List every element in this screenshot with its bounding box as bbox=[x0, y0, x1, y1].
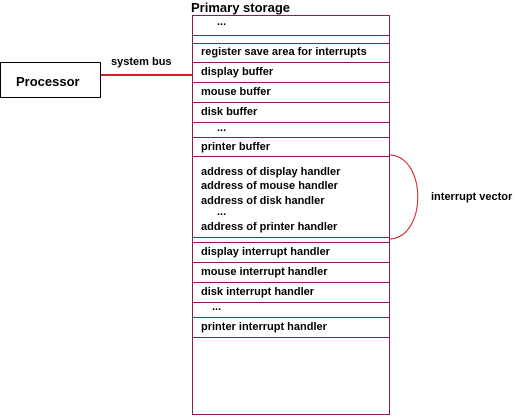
disk-buffer: disk buffer bbox=[201, 106, 258, 118]
interrupt-vector-arc-path bbox=[389, 154, 419, 240]
storage-divider bbox=[192, 122, 390, 123]
storage-divider bbox=[192, 282, 390, 283]
storage-divider bbox=[192, 35, 390, 36]
storage-divider bbox=[192, 317, 390, 318]
vector-entry-display: address of display handler bbox=[201, 166, 341, 178]
printer-interrupt-handler: printer interrupt handler bbox=[201, 321, 327, 333]
storage-divider bbox=[192, 237, 390, 238]
disk-interrupt-handler: disk interrupt handler bbox=[201, 286, 315, 298]
storage-divider bbox=[192, 156, 390, 157]
storage-divider bbox=[192, 262, 390, 263]
buffer-ellipsis: ... bbox=[217, 122, 227, 134]
vector-entry-mouse: address of mouse handler bbox=[201, 180, 338, 192]
primary-storage-column bbox=[192, 15, 390, 415]
handler-ellipsis: ... bbox=[212, 301, 222, 313]
mouse-buffer: mouse buffer bbox=[201, 86, 271, 98]
storage-divider bbox=[192, 82, 390, 83]
primary-storage-title: Primary storage bbox=[191, 0, 290, 15]
interrupt-vector-label: interrupt vector bbox=[431, 191, 513, 203]
display-buffer: display buffer bbox=[201, 66, 274, 78]
storage-divider bbox=[192, 242, 390, 243]
storage-divider bbox=[192, 62, 390, 63]
storage-divider bbox=[192, 337, 390, 338]
storage-divider bbox=[192, 137, 390, 138]
printer-buffer: printer buffer bbox=[201, 141, 271, 153]
mouse-interrupt-handler: mouse interrupt handler bbox=[201, 266, 328, 278]
display-interrupt-handler: display interrupt handler bbox=[201, 246, 330, 258]
register-save-area: register save area for interrupts bbox=[201, 46, 367, 58]
storage-divider bbox=[192, 102, 390, 103]
interrupt-vector-arc bbox=[389, 154, 419, 240]
system-bus-label: system bus bbox=[111, 56, 172, 68]
storage-divider bbox=[192, 43, 390, 44]
vector-entry-disk: address of disk handler bbox=[201, 195, 325, 207]
processor-box bbox=[0, 62, 101, 98]
processor-label: Processor bbox=[16, 74, 80, 89]
vector-entry-ellipsis: ... bbox=[217, 206, 227, 218]
vector-entry-printer: address of printer handler bbox=[201, 221, 338, 233]
storage-divider bbox=[192, 302, 390, 303]
system-bus-line bbox=[101, 74, 192, 76]
storage-top-ellipsis: ... bbox=[217, 16, 227, 28]
